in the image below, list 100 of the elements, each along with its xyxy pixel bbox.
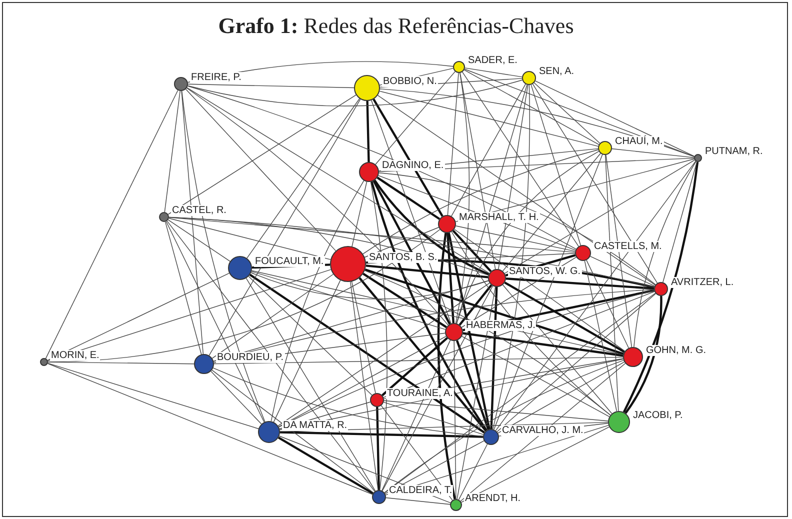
network-edge xyxy=(498,362,625,434)
network-edge xyxy=(460,363,626,502)
node-label: ARENDT, H. xyxy=(464,493,522,504)
network-edge xyxy=(384,292,656,494)
network-edge xyxy=(370,182,388,490)
node-label: DAGNINO, E. xyxy=(381,160,445,171)
network-edge xyxy=(278,282,490,426)
node-label: PUTNAM, R. xyxy=(704,146,764,157)
network-edge xyxy=(364,268,624,355)
network-edge xyxy=(248,276,372,396)
network-edge xyxy=(464,68,522,78)
network-edge xyxy=(370,181,488,431)
network-edge xyxy=(456,151,600,324)
network-edge xyxy=(605,154,619,412)
network-edge xyxy=(212,274,334,359)
network-edge xyxy=(270,180,364,422)
network-edge xyxy=(382,286,494,492)
network-edge xyxy=(212,368,484,437)
network-edge xyxy=(386,497,450,505)
network-edge xyxy=(47,362,259,430)
network-edge xyxy=(492,84,530,430)
node-label: GOHN, M. G. xyxy=(645,345,707,356)
network-edge xyxy=(350,282,378,490)
network-edge xyxy=(455,226,576,252)
network-edge xyxy=(502,284,612,414)
network-edge xyxy=(448,232,490,430)
network-edge xyxy=(490,286,498,430)
network-edge xyxy=(164,221,202,355)
node-label: JACOBI, P. xyxy=(632,410,684,421)
network-edge xyxy=(496,293,656,432)
node-label: MORIN, E. xyxy=(50,350,100,361)
network-edge xyxy=(366,264,488,278)
network-edge xyxy=(374,180,490,276)
network-edge xyxy=(502,153,601,272)
network-edge xyxy=(462,332,624,357)
network-edge xyxy=(586,260,630,348)
network-edge xyxy=(246,98,360,259)
network-edge xyxy=(45,90,178,359)
network-edge xyxy=(352,181,368,247)
network-edge xyxy=(168,219,230,262)
network-edge xyxy=(383,402,484,435)
network-edge xyxy=(362,272,448,328)
network-edge xyxy=(456,286,496,500)
network-edge xyxy=(662,162,698,283)
network-edge xyxy=(351,281,376,394)
network-edge xyxy=(458,284,492,326)
node-label: CASTELLS, M. xyxy=(593,241,663,252)
node-label: BOBBIO, N. xyxy=(382,76,438,87)
network-edge xyxy=(246,278,376,492)
network-edge xyxy=(185,88,336,252)
network-edge xyxy=(362,149,599,254)
network-edge xyxy=(376,176,440,220)
network-edge xyxy=(590,256,655,286)
network-edge xyxy=(383,291,655,398)
network-edge xyxy=(379,90,599,147)
network-edge xyxy=(534,80,695,157)
network-edge xyxy=(375,71,456,165)
network-edge xyxy=(278,336,446,428)
network-edge xyxy=(534,82,600,144)
network-edge xyxy=(47,363,373,495)
node-label: FOUCAULT, M. xyxy=(254,256,325,267)
network-edge xyxy=(212,370,374,494)
network-edge xyxy=(454,340,456,500)
network-edge xyxy=(48,229,440,362)
network-edge xyxy=(462,336,610,418)
node-label: CALDEIRA, T. xyxy=(388,485,454,496)
network-edge xyxy=(213,280,489,362)
network-edge xyxy=(461,426,610,503)
network-edge xyxy=(504,160,695,274)
network-edge xyxy=(622,162,699,413)
network-edge xyxy=(166,220,376,492)
network-edge xyxy=(358,277,487,432)
network-edge xyxy=(181,90,266,422)
network-edge xyxy=(452,230,492,272)
node-label: CARVALHO, J. M. xyxy=(501,425,584,436)
node-label: FREIRE, P. xyxy=(190,72,242,83)
network-edge xyxy=(380,88,695,157)
network-edge xyxy=(251,271,446,330)
network-edge xyxy=(464,68,695,157)
node-label: MARSHALL, T. H. xyxy=(458,212,540,223)
network-edge xyxy=(166,221,265,422)
network-edge xyxy=(168,218,331,260)
network-edge xyxy=(168,217,576,253)
network-edge xyxy=(464,70,600,145)
network-edge xyxy=(273,280,341,422)
network-edge xyxy=(384,360,624,494)
node-label: AVRITZER, L. xyxy=(670,277,735,288)
network-edge xyxy=(377,94,656,286)
network-edge xyxy=(437,232,456,500)
network-edge xyxy=(455,72,470,324)
network-edge xyxy=(168,216,655,288)
network-edge xyxy=(186,87,490,274)
node-label: HABERMAS, J. xyxy=(465,320,536,331)
network-edge xyxy=(278,436,374,494)
network-edge xyxy=(210,370,262,424)
network-edge xyxy=(456,340,490,430)
network-edge xyxy=(495,160,696,431)
network-edge xyxy=(532,84,658,284)
node-label: SADER, E. xyxy=(467,55,518,66)
network-edge xyxy=(380,405,453,501)
